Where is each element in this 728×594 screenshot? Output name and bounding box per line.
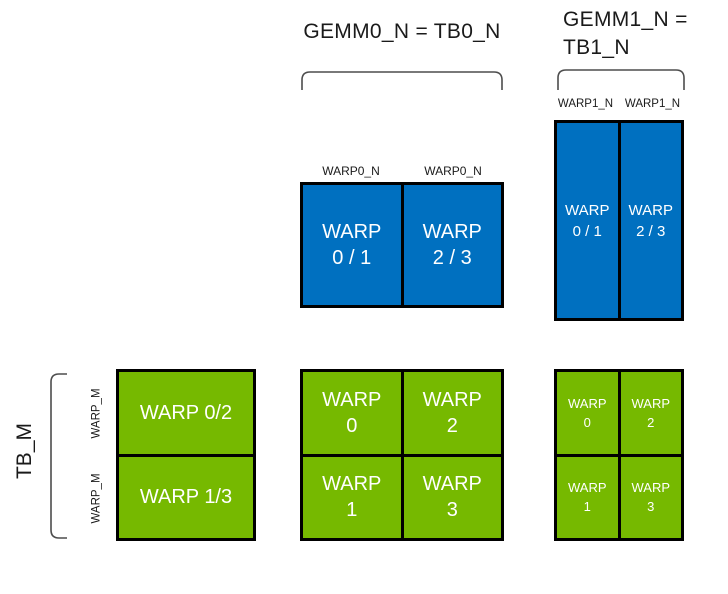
warp-tile-cell: WARP 2 / 3 — [620, 123, 681, 318]
warp-tile-line1: WARP — [631, 395, 671, 411]
warp-tile-line2: 1 — [583, 499, 591, 515]
warp-tile-line1: WARP — [422, 388, 482, 411]
warp-tile-line2: 0 / 1 — [572, 222, 602, 240]
warp1-n-label: WARP1_N — [557, 98, 614, 110]
warp-tile-line1: WARP — [565, 201, 610, 219]
warp0-n-label: WARP0_N — [322, 164, 380, 178]
warp-tile-label: WARP 1/3 — [139, 486, 233, 509]
warp-tile-line1: WARP — [322, 221, 382, 243]
warp0-n-label: WARP0_N — [424, 164, 482, 178]
warp1-n-label: WARP1_N — [624, 98, 681, 110]
warp-tile-line2: 3 — [446, 499, 458, 522]
gemm1-green-warp-grid: WARP 0 WARP 2 WARP 1 WARP 3 — [554, 369, 684, 541]
gemm0-blue-warp-row: WARP 0 / 1 WARP 2 / 3 — [300, 182, 504, 308]
warp-tile-line2: 3 — [647, 499, 655, 515]
warp-tile-cell: WARP 2 — [403, 372, 501, 454]
warp-tile-cell: WARP 1 — [557, 456, 618, 538]
warp-m-label: WARP_M — [90, 473, 102, 524]
gemm0-n-header: GEMM0_N = TB0_N — [303, 20, 501, 43]
warp-tile-line2: 0 — [346, 414, 358, 437]
warp-tile-cell: WARP 3 — [620, 456, 681, 538]
warp-tile-cell: WARP 2 — [620, 372, 681, 454]
warp-tile-line1: WARP — [567, 480, 607, 496]
warp-tile-cell: WARP 3 — [403, 456, 501, 538]
gemm1-n-header-line1: GEMM1_N = — [563, 8, 688, 31]
gemm0-green-warp-grid: WARP 0 WARP 2 WARP 1 WARP 3 — [300, 369, 504, 541]
warp-tile-line1: WARP — [631, 480, 671, 496]
warp-tile-line1: WARP — [628, 201, 673, 219]
gemm1-n-header-line2: TB1_N — [563, 36, 630, 59]
gemm1-n-bracket — [557, 69, 685, 90]
warp-tile-line1: WARP — [422, 473, 482, 496]
warp-tile-line2: 1 — [346, 499, 358, 522]
gemm0-n-bracket — [301, 71, 503, 90]
warp-tile-line1: WARP — [422, 221, 482, 243]
warp-tile-line1: WARP — [322, 473, 382, 496]
warp-tile-line2: 2 — [446, 414, 458, 437]
warp-tile-line2: 2 / 3 — [636, 222, 666, 240]
warp-tile-line2: 0 / 1 — [332, 247, 372, 269]
tb-m-green-column: WARP 0/2 WARP 1/3 — [116, 369, 256, 541]
warp-tile-cell: WARP 1 — [303, 456, 401, 538]
warp-tile-cell: WARP 1/3 — [119, 456, 253, 538]
warp-tile-line1: WARP — [567, 395, 607, 411]
warp-tile-line2: 2 — [647, 414, 655, 430]
warp-tile-cell: WARP 0/2 — [119, 372, 253, 454]
warp-tile-cell: WARP 0 — [303, 372, 401, 454]
tb-m-bracket — [50, 373, 67, 539]
gemm1-n-header: GEMM1_N = TB1_N — [563, 6, 728, 62]
warp-tile-cell: WARP 0 / 1 — [303, 185, 401, 305]
warp-tile-line1: WARP — [322, 388, 382, 411]
warp-tile-cell: WARP 0 / 1 — [557, 123, 618, 318]
warp-tile-line2: 0 — [583, 414, 591, 430]
tb-m-label: TB_M — [13, 423, 36, 480]
warp-tile-line2: 2 / 3 — [432, 247, 472, 269]
warp-tile-label: WARP 0/2 — [139, 401, 233, 424]
warp-m-label: WARP_M — [90, 388, 102, 439]
warp-tile-cell: WARP 0 — [557, 372, 618, 454]
gemm1-blue-warp-row: WARP 0 / 1 WARP 2 / 3 — [554, 120, 684, 321]
warp-tile-cell: WARP 2 / 3 — [403, 185, 501, 305]
